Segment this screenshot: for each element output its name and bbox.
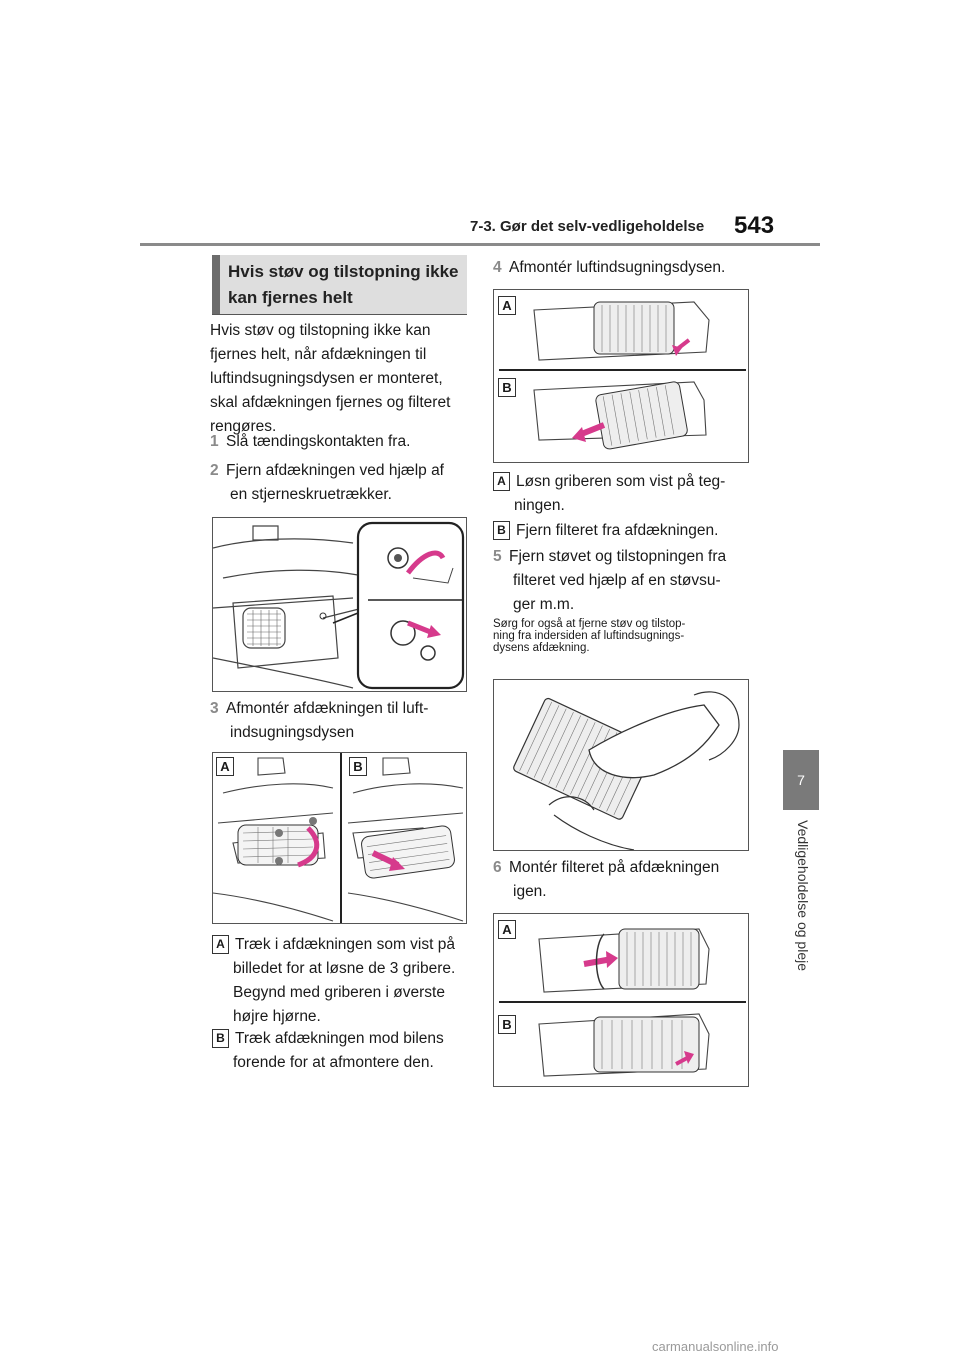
intro-line: luftindsugningsdysen er monteret,	[210, 370, 443, 387]
step-text: Fjern afdækningen ved hjælp af	[226, 462, 444, 479]
chapter-label-text: Vedligeholdelse og pleje	[795, 820, 811, 972]
figure-vacuum-filter	[493, 679, 749, 851]
note-a-step4: A Løsn griberen som vist på teg- ningen.	[493, 470, 755, 518]
step-text: Slå tændingskontakten fra.	[226, 433, 411, 450]
figure-label-a: A	[498, 920, 516, 939]
step-text: ger m.m.	[513, 596, 575, 613]
page-number: 543	[734, 212, 775, 239]
step-4: 4 Afmontér luftindsugningsdysen.	[493, 256, 755, 280]
label-b-box: B	[212, 1029, 229, 1048]
figure-vacuum-filter-drawing	[513, 691, 740, 850]
note-text: Løsn griberen som vist på teg-	[516, 473, 726, 490]
label-a-box: A	[493, 472, 510, 491]
section-title: Hvis støv og tilstopning ikke kan fjerne…	[212, 255, 467, 315]
note-text: Fjern filteret fra afdækningen.	[516, 522, 719, 539]
figure-label-a: A	[498, 296, 516, 315]
step-5: 5 Fjern støvet og tilstopningen fra filte…	[493, 545, 755, 617]
note-line: Sørg for også at fjerne støv og tilstop-	[493, 618, 686, 630]
watermark: carmanualsonline.info	[652, 1339, 779, 1354]
intro-line: skal afdækningen fjernes og filteret	[210, 394, 451, 411]
chapter-tab: 7	[783, 750, 819, 810]
step-text: indsugningsdysen	[230, 724, 355, 741]
note-text: billedet for at løsne de 3 gribere.	[233, 960, 456, 977]
step-number: 2	[210, 462, 219, 479]
title-underline	[212, 314, 467, 315]
note-text: højre hjørne.	[233, 1008, 321, 1025]
figure-remove-screw-drawing	[213, 521, 465, 690]
note-a-step3: A Træk i afdækningen som vist på billedet…	[212, 933, 474, 1029]
note-text: Træk afdækningen mod bilens	[235, 1030, 444, 1047]
figure-intake-duct-drawing	[499, 301, 746, 450]
figure-label-b: B	[498, 378, 516, 397]
step-text: Montér filteret på afdækningen	[509, 859, 720, 876]
step-number: 6	[493, 859, 502, 876]
step-2: 2 Fjern afdækningen ved hjælp af en stjer…	[210, 459, 472, 507]
figure-label-b: B	[498, 1015, 516, 1034]
step-text: Afmontér afdækningen til luft-	[226, 700, 429, 717]
note-text: ningen.	[514, 497, 565, 514]
step-text: igen.	[513, 883, 547, 900]
section-title-line2: kan fjernes helt	[228, 288, 353, 307]
note-line: dysens afdækning.	[493, 642, 590, 654]
step-text: filteret ved hjælp af en støvsu-	[513, 572, 721, 589]
figure-remove-cover-drawing	[213, 753, 464, 923]
intro-line: Hvis støv og tilstopning ikke kan	[210, 322, 431, 339]
figure-intake-duct: A B	[493, 289, 749, 463]
step-number: 4	[493, 259, 502, 276]
section-header: 7-3. Gør det selv-vedligeholdelse	[470, 218, 705, 235]
cleaning-note: Sørg for også at fjerne støv og tilstop-…	[493, 618, 755, 654]
chapter-label: Vedligeholdelse og pleje	[793, 820, 813, 990]
intro-line: fjernes helt, når afdækningen til	[210, 346, 427, 363]
step-number: 1	[210, 433, 219, 450]
intro-paragraph: Hvis støv og tilstopning ikke kan fjerne…	[210, 319, 470, 439]
step-number: 3	[210, 700, 219, 717]
step-6: 6 Montér filteret på afdækningen igen.	[493, 856, 755, 904]
step-text: en stjerneskruetrækker.	[230, 486, 392, 503]
step-text: Fjern støvet og tilstopningen fra	[509, 548, 727, 565]
step-3: 3 Afmontér afdækningen til luft- indsugni…	[210, 697, 472, 745]
note-line: ning fra indersiden af luftindsugnings-	[493, 630, 685, 642]
intro-line: rengøres.	[210, 418, 277, 435]
figure-label-b: B	[349, 757, 367, 776]
note-text: forende for at afmontere den.	[233, 1054, 434, 1071]
note-text: Træk i afdækningen som vist på	[235, 936, 455, 953]
label-b-box: B	[493, 521, 510, 540]
step-number: 5	[493, 548, 502, 565]
figure-reinstall-filter-drawing	[499, 928, 746, 1077]
step-text: Afmontér luftindsugningsdysen.	[509, 259, 726, 276]
note-b-step3: B Træk afdækningen mod bilens forende for…	[212, 1027, 474, 1075]
figure-remove-cover: A B	[212, 752, 467, 924]
step-1: 1 Slå tændingskontakten fra.	[210, 430, 472, 454]
section-title-line1: Hvis støv og tilstopning ikke	[228, 262, 459, 281]
figure-reinstall-filter: A B	[493, 913, 749, 1087]
header-rule	[140, 243, 820, 246]
note-b-step4: B Fjern filteret fra afdækningen.	[493, 519, 755, 543]
note-text: Begynd med griberen i øverste	[233, 984, 445, 1001]
figure-label-a: A	[216, 757, 234, 776]
figure-remove-screw	[212, 517, 467, 692]
label-a-box: A	[212, 935, 229, 954]
